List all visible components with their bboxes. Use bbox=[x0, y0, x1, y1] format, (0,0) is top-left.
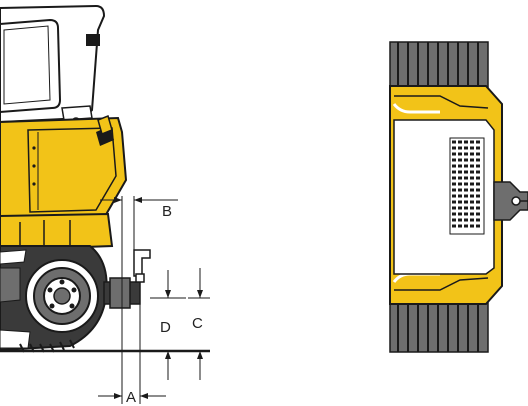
lower-track bbox=[389, 299, 489, 353]
dimension-a-label: A bbox=[126, 389, 136, 406]
dimension-c-label: C bbox=[192, 315, 203, 332]
cab-window bbox=[0, 18, 62, 114]
dimension-d-label: D bbox=[160, 319, 171, 336]
engine-hood-panel bbox=[27, 127, 117, 213]
track-assembly bbox=[0, 245, 108, 353]
dimension-b: B bbox=[100, 196, 178, 262]
dimension-a: A bbox=[98, 262, 166, 406]
grille-icon bbox=[449, 137, 485, 235]
dimension-b-label: B bbox=[162, 203, 172, 220]
dimension-d: D bbox=[150, 270, 186, 380]
fuel-cap-icon bbox=[97, 114, 113, 136]
dimension-c: C bbox=[188, 268, 210, 380]
top-view bbox=[389, 41, 528, 353]
mirror-icon bbox=[86, 34, 100, 46]
cab bbox=[0, 4, 106, 127]
side-view: B A D C bbox=[0, 4, 210, 406]
machine-body bbox=[0, 114, 128, 252]
rear-hitch bbox=[103, 249, 151, 309]
upper-track bbox=[389, 41, 489, 93]
top-hitch bbox=[493, 181, 528, 221]
